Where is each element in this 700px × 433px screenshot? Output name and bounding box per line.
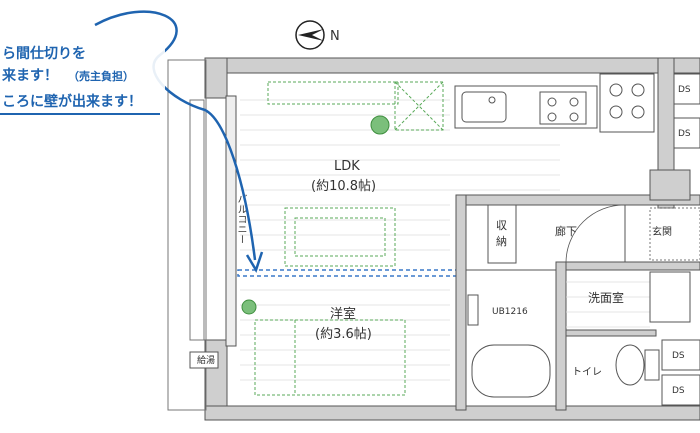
annotation-background	[0, 40, 165, 120]
western-room-label: 洋室	[330, 306, 356, 322]
bath-faucet	[467, 294, 479, 326]
water-heater-box	[189, 351, 219, 369]
annotation-line2-sub: （売主負担）	[68, 69, 134, 83]
door-swing	[565, 204, 625, 263]
ldk-size: (約10.8帖)	[311, 179, 376, 194]
ds-label: DS	[672, 351, 685, 361]
compass	[295, 20, 325, 50]
balcony	[167, 59, 207, 411]
entrance-steps	[649, 207, 700, 261]
washroom-floor	[566, 281, 650, 328]
washbasin	[649, 271, 691, 323]
ds-boxes	[661, 73, 700, 406]
bathtub	[471, 344, 551, 398]
furniture-western	[254, 319, 406, 396]
storage-closet	[487, 204, 517, 264]
bath-label: UB1216	[492, 307, 528, 317]
ds-label: DS	[678, 129, 691, 139]
plant-icon	[241, 299, 257, 315]
ds-label: DS	[678, 85, 691, 95]
storage-label: 収	[496, 219, 507, 232]
ldk-label: LDK	[334, 159, 360, 174]
toilet-bowl	[615, 344, 645, 386]
hallway-label: 廊下	[555, 224, 577, 238]
entrance-label: 玄関	[652, 225, 672, 238]
annotation-line1: ら間仕切りを	[2, 45, 86, 62]
fridge	[599, 73, 655, 133]
kitchen-counter	[454, 85, 598, 129]
western-room-size: (約3.6帖)	[315, 327, 372, 342]
washroom-label: 洗面室	[588, 290, 624, 305]
annotation-arrowhead	[245, 251, 264, 273]
annotation-line2: 来ます！	[1, 68, 58, 84]
annotation-line3: ころに壁が出来ます！	[2, 93, 142, 110]
toilet-label: トイレ	[572, 367, 602, 378]
water-heater-label: 給湯	[197, 354, 215, 366]
compass-north-label: N	[330, 29, 340, 44]
storage-label: 納	[496, 235, 507, 248]
plant-icon	[370, 115, 390, 135]
furniture-ldk	[267, 81, 444, 267]
inner-walls	[455, 169, 700, 411]
ds-label: DS	[672, 386, 685, 396]
partition-line	[237, 269, 461, 277]
toilet-tank	[644, 349, 660, 381]
